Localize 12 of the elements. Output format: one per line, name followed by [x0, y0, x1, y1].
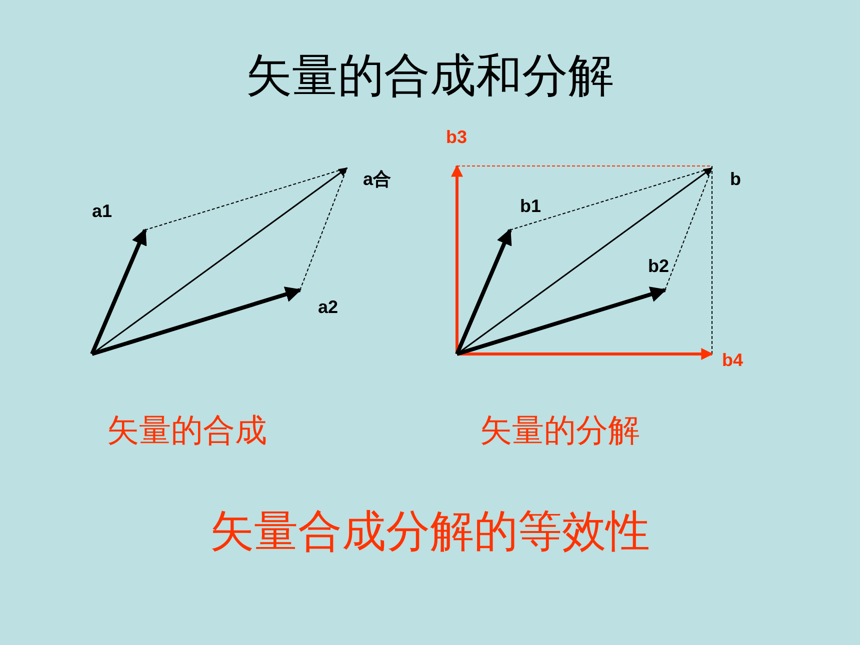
diagram-caption: 矢量的分解 — [480, 413, 640, 448]
vector-label: b2 — [648, 257, 670, 277]
vector-label: b1 — [520, 197, 542, 217]
vector-label: b — [730, 170, 741, 190]
vector-label: a1 — [92, 202, 112, 222]
vector-label: a2 — [318, 298, 338, 318]
caption: 矢量合成分解的等效性 — [209, 508, 651, 556]
vector-label: b3 — [446, 128, 468, 148]
vector-label: a合 — [363, 170, 392, 190]
vector-label: b4 — [722, 351, 744, 371]
diagram-caption: 矢量的合成 — [107, 413, 267, 448]
title: 矢量的合成和分解 — [245, 50, 615, 101]
